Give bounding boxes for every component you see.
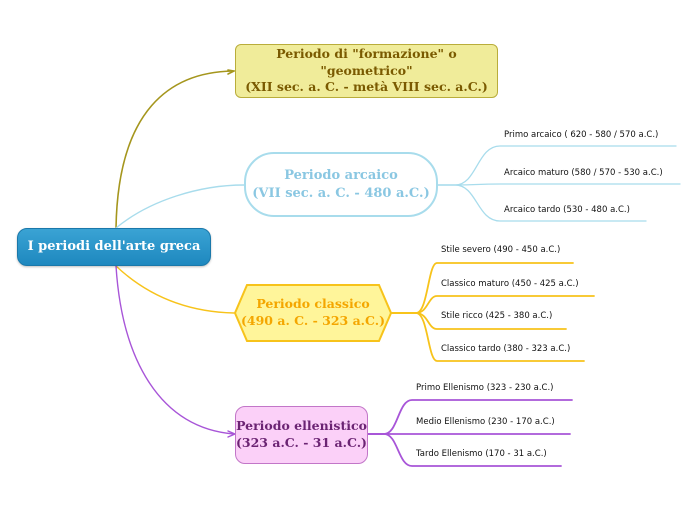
subtopic-classico-tardo[interactable]: Classico tardo (380 - 323 a.C.) xyxy=(441,344,571,354)
subtopic-primo-arcaico[interactable]: Primo arcaico ( 620 - 580 / 570 a.C.) xyxy=(504,130,659,140)
topic-periodo-ellenistico[interactable]: Periodo ellenistico (323 a.C. - 31 a.C.) xyxy=(235,406,368,464)
subtopic-classico-maturo[interactable]: Classico maturo (450 - 425 a.C.) xyxy=(441,279,579,289)
topic-dates: (490 a. C. - 323 a.C.) xyxy=(240,313,386,328)
subtopic-primo-ellenismo[interactable]: Primo Ellenismo (323 - 230 a.C.) xyxy=(416,383,554,393)
hexagon-shape xyxy=(234,284,392,342)
connector-root-classico xyxy=(115,265,235,314)
connector-arcaico-child-1 xyxy=(437,183,681,186)
topic-periodo-classico[interactable]: Periodo classico (490 a. C. - 323 a.C.) xyxy=(234,284,392,342)
topic-dates: (323 a.C. - 31 a.C.) xyxy=(236,435,367,450)
subtopic-stile-ricco[interactable]: Stile ricco (425 - 380 a.C.) xyxy=(441,311,553,321)
connector-classico-child-3 xyxy=(391,312,585,362)
arrowhead xyxy=(227,69,237,75)
topic-title: Periodo ellenistico xyxy=(236,418,367,434)
root-topic-label: I periodi dell'arte greca xyxy=(27,239,201,255)
connector-arcaico-child-0 xyxy=(437,145,677,186)
subtopic-medio-ellenismo[interactable]: Medio Ellenismo (230 - 170 a.C.) xyxy=(416,417,555,427)
connector-root-arcaico xyxy=(115,184,245,229)
topic-dates: (XII sec. a. C. - metà VIII sec. a.C.) xyxy=(245,79,488,95)
topic-title: Periodo arcaico xyxy=(284,167,398,183)
root-topic[interactable]: I periodi dell'arte greca xyxy=(17,228,211,266)
topic-periodo-arcaico[interactable]: Periodo arcaico (VII sec. a. C. - 480 a.… xyxy=(244,152,438,217)
subtopic-arcaico-tardo[interactable]: Arcaico tardo (530 - 480 a.C.) xyxy=(504,205,630,215)
topic-title: Periodo classico xyxy=(256,296,370,312)
connector-arcaico-child-2 xyxy=(437,184,647,222)
connector-root-ellenistico xyxy=(115,265,235,435)
subtopic-stile-severo[interactable]: Stile severo (490 - 450 a.C.) xyxy=(441,245,561,255)
subtopic-tardo-ellenismo[interactable]: Tardo Ellenismo (170 - 31 a.C.) xyxy=(416,449,547,459)
topic-dates: (VII sec. a. C. - 480 a.C.) xyxy=(252,185,430,201)
subtopic-arcaico-maturo[interactable]: Arcaico maturo (580 / 570 - 530 a.C.) xyxy=(504,168,663,178)
topic-title: Periodo di "formazione" o "geometrico" xyxy=(276,45,457,78)
connector-root-geometrico xyxy=(115,70,234,229)
connector-ellenistico-child-2 xyxy=(367,433,562,467)
topic-periodo-geometrico[interactable]: Periodo di "formazione" o "geometrico" (… xyxy=(235,44,498,98)
